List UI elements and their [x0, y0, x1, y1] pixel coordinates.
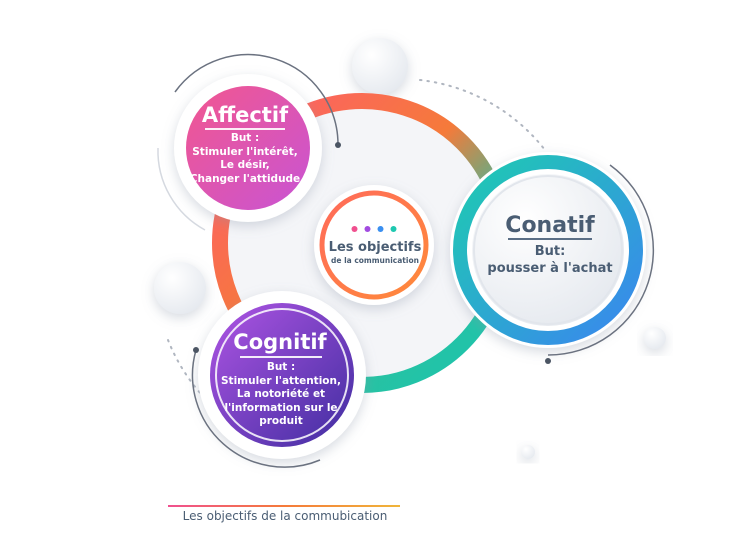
affectif-line: Le désir,	[220, 159, 270, 171]
conatif-title-rule	[508, 238, 592, 240]
decor-bubble	[154, 262, 206, 314]
caption: Les objectifs de la commubication	[182, 509, 388, 523]
center-dot	[364, 226, 371, 232]
affectif-line: But :	[230, 132, 260, 144]
cognitif-orbit	[191, 349, 321, 468]
center-subtitle: de la communication	[331, 256, 419, 265]
center-dot	[377, 226, 384, 232]
cognitif-line: Stimuler l'attention,	[221, 374, 341, 387]
orbit-dot	[193, 347, 199, 353]
conatif-orbit	[547, 164, 655, 356]
affectif-title-rule	[205, 128, 285, 130]
cognitif-body: But : Stimuler l'attention, La notoriété…	[218, 361, 344, 429]
cognitif-disk	[210, 303, 354, 447]
cognitif-line: La notoriété et	[236, 388, 326, 400]
orbit-dot	[545, 358, 551, 364]
affectif-body: But : Stimuler l'intérêt, Le désir, Chan…	[185, 132, 305, 186]
conatif-line: But:	[534, 244, 566, 259]
decor-bubble	[352, 38, 408, 94]
affectif-line: Stimuler l'intérêt,	[192, 145, 298, 158]
conatif-body: But: pousser à l'achat	[470, 243, 630, 277]
center-dot	[351, 226, 358, 232]
orbit-dot	[335, 142, 341, 148]
conatif-disk	[472, 174, 624, 326]
center-dots	[351, 226, 397, 232]
cognitif-line: produit	[259, 415, 303, 427]
center-ring	[319, 190, 429, 300]
dotted-arc	[419, 79, 546, 151]
conatif-inner-ring	[473, 175, 623, 325]
center-title: Les objectifs	[328, 240, 422, 255]
cognitif-line: l'information sur le	[224, 401, 338, 414]
affectif-orbit	[157, 147, 206, 231]
decor-bubble	[644, 327, 666, 349]
cognitif-inner-ring	[215, 308, 349, 442]
center-dot	[390, 226, 397, 232]
cognitif-title-rule	[240, 356, 322, 358]
conatif-line: pousser à l'achat	[487, 261, 613, 276]
cognitif-title: Cognitif	[233, 330, 327, 354]
affectif-orbit	[174, 53, 339, 146]
caption-underline	[168, 505, 400, 507]
conatif-title: Conatif	[505, 213, 595, 238]
conatif-ring-outer	[453, 155, 643, 345]
decor-bubble	[521, 445, 535, 459]
affectif-line: Changer l'attidude	[189, 172, 301, 185]
center-disk	[326, 197, 422, 293]
affectif-title: Affectif	[201, 103, 289, 127]
affectif-disk	[186, 86, 310, 210]
cognitif-line: But :	[266, 361, 296, 373]
